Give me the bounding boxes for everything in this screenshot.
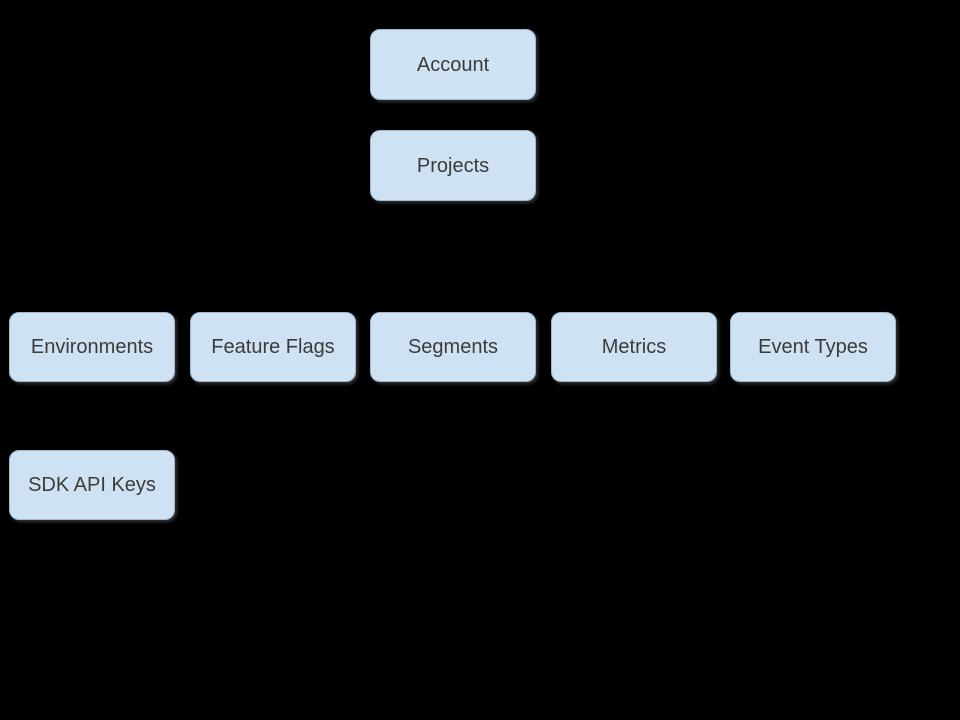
node-metrics-label: Metrics (601, 336, 667, 358)
node-projects: Projects (370, 130, 536, 201)
node-feature-flags: Feature Flags (190, 312, 356, 382)
node-environments: Environments (9, 312, 175, 382)
node-metrics: Metrics (551, 312, 717, 382)
node-projects-label: Projects (416, 154, 490, 177)
node-sdk-api-keys-label: SDK API Keys (28, 474, 156, 496)
node-event-types: Event Types (730, 312, 896, 382)
node-account: Account (370, 29, 536, 100)
node-environments-label: Environments (30, 336, 154, 358)
node-sdk-api-keys: SDK API Keys (9, 450, 175, 520)
node-account-label: Account (416, 53, 490, 76)
node-segments: Segments (370, 312, 536, 382)
node-event-types-label: Event Types (758, 336, 868, 358)
node-feature-flags-label: Feature Flags (211, 336, 335, 358)
node-segments-label: Segments (407, 336, 499, 358)
